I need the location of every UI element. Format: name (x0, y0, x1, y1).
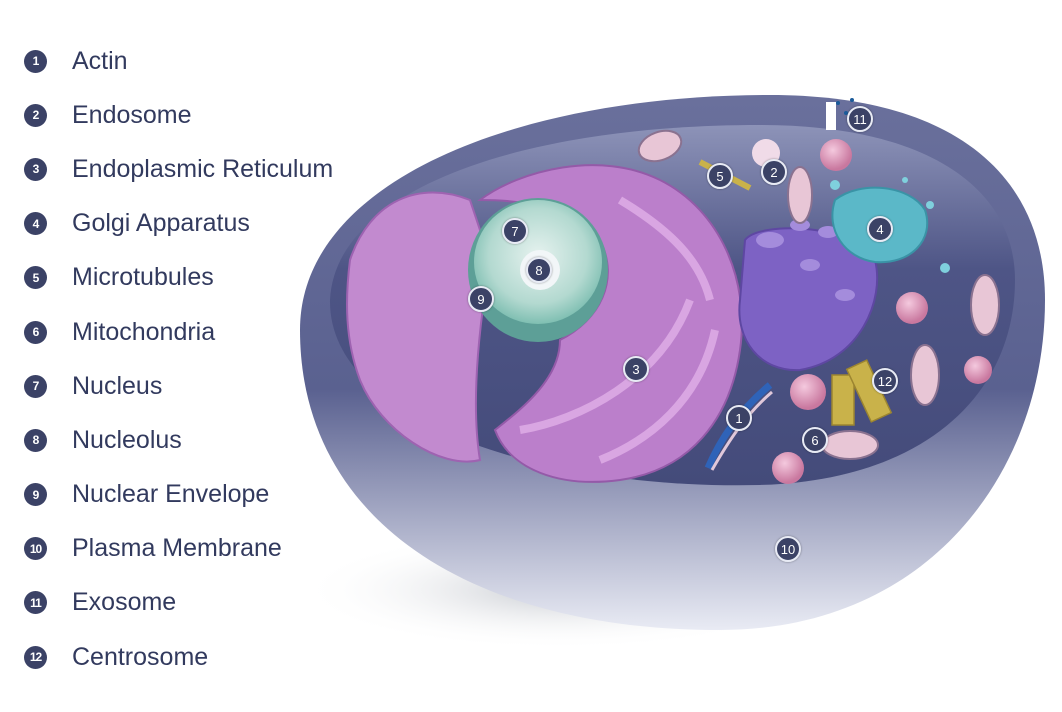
number-badge-icon: 5 (24, 266, 47, 290)
legend-label: Microtubules (72, 263, 214, 292)
marker-plasma-membrane: 10 (775, 536, 801, 562)
number-badge-icon: 3 (24, 157, 47, 181)
marker-microtubules: 5 (707, 163, 733, 189)
marker-golgi-apparatus: 4 (867, 216, 893, 242)
marker-centrosome: 12 (872, 368, 898, 394)
legend-label: Endoplasmic Reticulum (72, 154, 334, 183)
legend-item-actin: 1 Actin (24, 34, 333, 88)
marker-exosome: 11 (847, 106, 873, 132)
legend-item-nucleolus: 8 Nucleolus (24, 413, 333, 467)
marker-endoplasmic-reticulum: 3 (623, 356, 649, 382)
legend-label: Nuclear Envelope (72, 480, 270, 509)
marker-nuclear-envelope: 9 (468, 286, 494, 312)
legend-label: Exosome (72, 588, 177, 617)
marker-endosome: 2 (761, 159, 787, 185)
centrosome (831, 374, 855, 426)
legend-label: Golgi Apparatus (72, 209, 250, 238)
number-badge-icon: 12 (24, 645, 47, 669)
legend-label: Nucleolus (72, 425, 182, 454)
legend-item-centrosome: 12 Centrosome (24, 630, 333, 684)
legend-label: Endosome (72, 100, 192, 129)
number-badge-icon: 11 (24, 591, 47, 615)
vesicle (772, 452, 804, 484)
number-badge-icon: 2 (24, 103, 47, 127)
legend-label: Actin (72, 46, 128, 75)
legend-item-endosome: 2 Endosome (24, 88, 333, 142)
mitochondrion (910, 344, 940, 406)
number-badge-icon: 10 (24, 537, 47, 561)
legend-item-mitochondria: 6 Mitochondria (24, 305, 333, 359)
number-badge-icon: 7 (24, 374, 47, 398)
endoplasmic-reticulum-left (346, 191, 492, 463)
number-badge-icon: 1 (24, 49, 47, 73)
exosome-vesicle (820, 139, 852, 171)
legend-label: Nucleus (72, 371, 163, 400)
marker-nucleus: 7 (502, 218, 528, 244)
legend-item-exosome: 11 Exosome (24, 576, 333, 630)
legend-item-microtubules: 5 Microtubules (24, 251, 333, 305)
mitochondrion (821, 430, 879, 460)
mitochondrion (970, 274, 1000, 336)
vesicle (964, 356, 992, 384)
marker-nucleolus: 8 (526, 257, 552, 283)
legend-item-plasma-membrane: 10 Plasma Membrane (24, 522, 333, 576)
legend-item-nucleus: 7 Nucleus (24, 359, 333, 413)
legend-label: Centrosome (72, 642, 209, 671)
marker-actin: 1 (726, 405, 752, 431)
mitochondrion (787, 166, 813, 224)
legend-item-golgi-apparatus: 4 Golgi Apparatus (24, 197, 333, 251)
legend-label: Mitochondria (72, 317, 216, 346)
number-badge-icon: 6 (24, 320, 47, 344)
vesicle-cluster (738, 227, 879, 372)
vesicle (790, 374, 826, 410)
vesicle (896, 292, 928, 324)
mitochondrion (637, 129, 683, 163)
legend-item-endoplasmic-reticulum: 3 Endoplasmic Reticulum (24, 142, 333, 196)
marker-mitochondria: 6 (802, 427, 828, 453)
number-badge-icon: 4 (24, 212, 47, 236)
legend-label: Plasma Membrane (72, 534, 282, 563)
number-badge-icon: 8 (24, 428, 47, 452)
number-badge-icon: 9 (24, 483, 47, 507)
legend-item-nuclear-envelope: 9 Nuclear Envelope (24, 468, 333, 522)
